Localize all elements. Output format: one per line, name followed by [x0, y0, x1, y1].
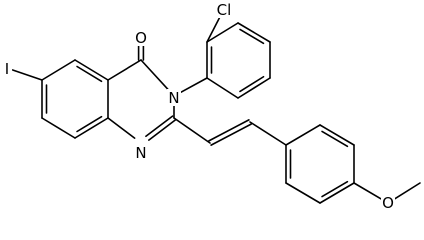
double-bond-outer: [74, 59, 109, 81]
double-bond-inner: [76, 65, 103, 83]
label-bg-o-methoxy: [381, 194, 395, 211]
single-bond: [107, 59, 142, 81]
single-bond: [173, 117, 211, 144]
atom-o-carbonyl: O: [135, 29, 147, 47]
double-bond-inner: [76, 115, 103, 133]
double-bond-inner: [321, 130, 349, 148]
double-bond-outer: [237, 77, 271, 99]
single-bond: [107, 117, 136, 139]
single-bond: [140, 59, 170, 91]
single-bond: [206, 22, 239, 43]
double-bond-inner: [239, 28, 265, 45]
label-bg-o-carbonyl: [134, 29, 148, 46]
single-bond: [393, 182, 421, 200]
single-bond: [206, 17, 221, 43]
double-bond-inner: [321, 180, 349, 198]
label-bg-chlorine: [213, 1, 235, 18]
double-bond-outer: [319, 124, 355, 146]
double-bond-line: [148, 119, 177, 141]
bond-lines: [11, 17, 421, 204]
single-bond: [180, 77, 208, 93]
label-bg-n3: [167, 89, 181, 106]
single-bond: [41, 59, 76, 81]
atom-iodine: I: [5, 60, 9, 78]
double-bond-outer: [74, 117, 109, 139]
double-bond-line: [208, 119, 250, 142]
single-bond: [206, 77, 239, 99]
atom-chlorine: Cl: [217, 1, 232, 19]
atom-n1: N: [135, 144, 146, 162]
single-bond: [285, 182, 321, 204]
double-bond-outer: [319, 182, 355, 204]
single-bond: [249, 121, 287, 146]
atom-o-methoxy: O: [382, 194, 394, 212]
single-bond: [11, 69, 43, 81]
single-bond: [353, 182, 382, 200]
single-bond: [41, 117, 76, 139]
molecule-structure: O N N I Cl O: [2, 1, 421, 212]
atom-n3: N: [168, 89, 179, 107]
label-bg-n1: [134, 144, 148, 161]
atom-labels: O N N I Cl O: [2, 1, 395, 212]
double-bond-line: [210, 123, 252, 146]
double-bond-inner: [239, 75, 265, 93]
single-bond: [285, 124, 321, 146]
double-bond-outer: [237, 22, 271, 43]
double-bond-line: [145, 115, 174, 138]
label-bg-iodine: [2, 60, 12, 77]
